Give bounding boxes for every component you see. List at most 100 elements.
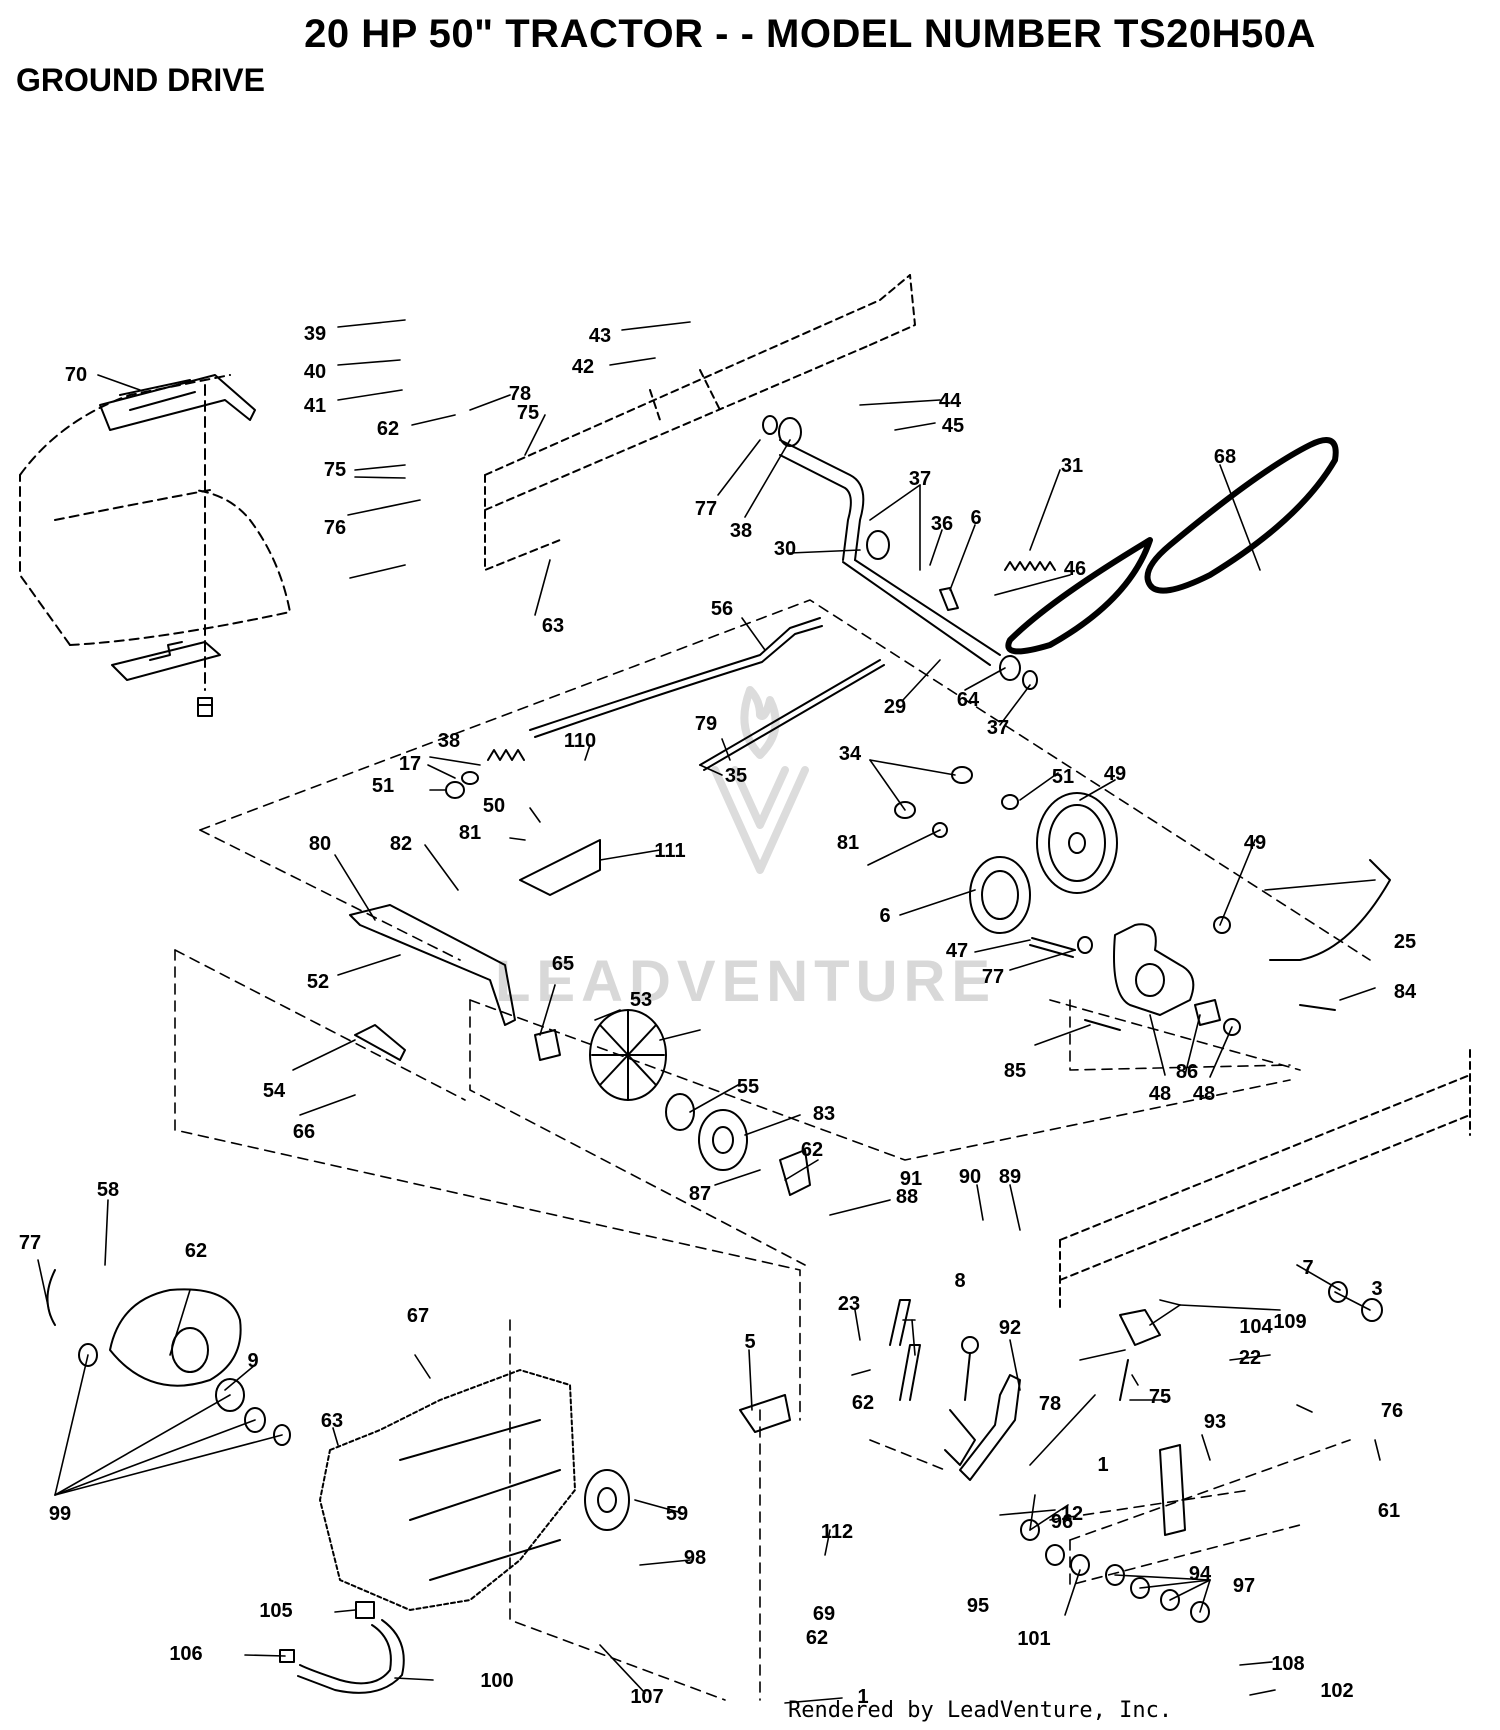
part-callout-23: 23 — [838, 1293, 860, 1315]
bracket-90 — [779, 1149, 811, 1196]
part-callout-110: 110 — [564, 730, 596, 752]
part-callout-105: 105 — [259, 1600, 292, 1622]
part-callout-6: 6 — [970, 507, 981, 529]
part-callout-69: 69 — [813, 1603, 835, 1625]
spacer-55 — [1194, 999, 1221, 1026]
spring-17 — [487, 749, 525, 761]
part-callout-22: 22 — [1239, 1347, 1261, 1369]
part-callout-103: 103 — [0, 0, 17, 5]
part-callout-64: 64 — [957, 689, 980, 711]
part-callout-98: 98 — [684, 1547, 706, 1569]
part-callout-97: 97 — [1233, 1575, 1255, 1597]
part-callout-49: 49 — [1104, 763, 1126, 785]
washers-37-38 — [999, 655, 1038, 690]
part-callout-8: 8 — [954, 1270, 965, 1292]
part-callout-49: 49 — [1244, 832, 1266, 854]
part-callout-75: 75 — [517, 402, 539, 424]
part-callout-85: 85 — [1004, 1060, 1026, 1082]
plate-98 — [1159, 1444, 1186, 1536]
washer-67 — [1328, 1281, 1348, 1303]
part-callout-48: 48 — [1193, 1083, 1215, 1105]
washer-66 — [1223, 1018, 1241, 1036]
hood-outline — [19, 374, 291, 646]
hose-107 — [297, 1619, 405, 1694]
part-callout-62: 62 — [377, 418, 399, 440]
part-callout-94: 94 — [1189, 1563, 1212, 1585]
bracket-83 — [354, 1024, 406, 1061]
part-callout-31: 31 — [1061, 455, 1083, 477]
part-callout-63: 63 — [321, 1410, 343, 1432]
washer-100 — [1045, 1544, 1065, 1566]
part-callout-77: 77 — [982, 966, 1004, 988]
part-callout-65: 65 — [552, 953, 574, 975]
part-callout-101: 101 — [1017, 1628, 1050, 1650]
part-callout-90: 90 — [959, 1166, 981, 1188]
rod-35 — [699, 659, 885, 771]
pulley-88 — [698, 1109, 748, 1171]
leader-lines — [37, 319, 1381, 1704]
part-callout-106: 106 — [169, 1643, 202, 1665]
spacer-84 — [534, 1029, 561, 1061]
part-callout-35: 35 — [725, 765, 747, 787]
part-callout-39: 39 — [304, 323, 326, 345]
part-callout-68: 68 — [1214, 446, 1236, 468]
fitting-106 — [355, 1601, 375, 1619]
footer-credit: Rendered by LeadVenture, Inc. — [788, 1698, 1173, 1723]
part-callout-84: 84 — [1394, 981, 1417, 1003]
part-callout-3: 3 — [1371, 1278, 1382, 1300]
part-callout-56: 56 — [711, 598, 733, 620]
frame-rail-top — [484, 274, 916, 571]
part-callout-51: 51 — [1052, 766, 1074, 788]
part-callout-55: 55 — [737, 1076, 759, 1098]
part-callout-109: 109 — [1273, 1311, 1306, 1333]
part-callout-38: 38 — [730, 520, 752, 542]
bracket-46 — [939, 587, 959, 611]
bracket-104 — [739, 1394, 791, 1433]
part-callout-47: 47 — [946, 940, 968, 962]
part-callout-42: 42 — [572, 356, 594, 378]
washers-49-51 — [894, 766, 1019, 838]
part-callout-88: 88 — [896, 1186, 918, 1208]
pulley-52 — [969, 856, 1031, 934]
part-callout-107: 107 — [630, 1686, 663, 1708]
part-callout-38: 38 — [438, 730, 460, 752]
part-callout-83: 83 — [813, 1103, 835, 1125]
seat-support-70 — [99, 374, 256, 431]
part-callout-53: 53 — [630, 989, 652, 1011]
spring-36 — [1004, 561, 1056, 571]
rod-29 — [529, 617, 823, 738]
part-callout-91: 91 — [900, 1168, 922, 1190]
part-callout-76: 76 — [324, 517, 346, 539]
part-callout-81: 81 — [459, 822, 481, 844]
part-callout-54: 54 — [263, 1080, 286, 1102]
part-callout-37: 37 — [987, 717, 1009, 739]
part-callout-93: 93 — [1204, 1411, 1226, 1433]
part-callout-70: 70 — [65, 364, 87, 386]
part-callout-92: 92 — [999, 1317, 1021, 1339]
part-callout-111: 111 — [654, 840, 685, 862]
bolt-63b — [1119, 1359, 1129, 1401]
bolt-65 — [1029, 937, 1076, 958]
part-callout-77: 77 — [695, 498, 717, 520]
washer-25 — [1213, 916, 1231, 934]
part-callout-99: 99 — [49, 1503, 71, 1525]
part-callout-82: 82 — [390, 833, 412, 855]
frame-rail-right — [1059, 1049, 1471, 1311]
part-callout-77: 77 — [19, 1232, 41, 1254]
belt-56 — [1005, 437, 1339, 655]
part-callout-40: 40 — [304, 361, 326, 383]
part-callout-43: 43 — [589, 325, 611, 347]
part-callout-79: 79 — [695, 713, 717, 735]
part-callout-95: 95 — [967, 1595, 989, 1617]
ball-23 — [961, 1336, 979, 1401]
rod-47 — [1269, 859, 1391, 961]
part-callout-7: 7 — [1302, 1257, 1313, 1279]
watermark: LEADVENTURE — [495, 949, 997, 1014]
part-callout-104: 104 — [1239, 1316, 1273, 1338]
bracket-76b — [1119, 1309, 1161, 1346]
part-callout-63: 63 — [542, 615, 564, 637]
part-callout-86: 86 — [1176, 1061, 1198, 1083]
washer-53 — [1077, 936, 1093, 954]
